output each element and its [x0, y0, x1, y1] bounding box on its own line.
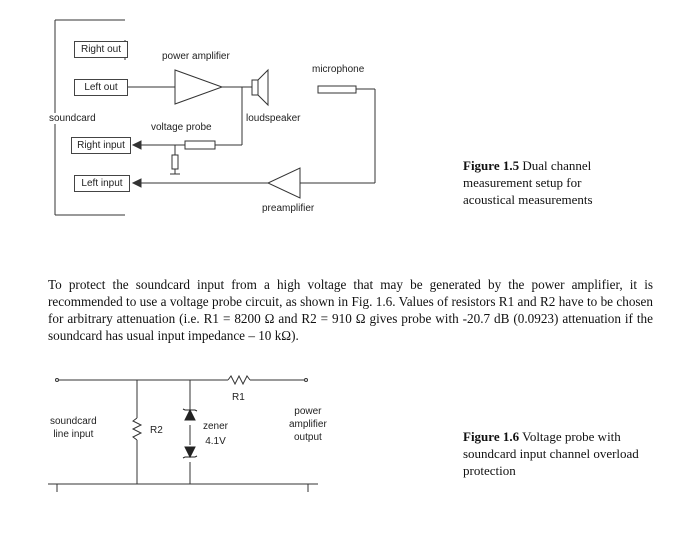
loudspeaker-label: loudspeaker: [246, 113, 301, 124]
preamplifier-label: preamplifier: [262, 203, 315, 214]
zener-line-2: 4.1V: [205, 436, 226, 447]
left-input-box: Left input: [74, 175, 130, 192]
voltage-probe-label: voltage probe: [151, 122, 212, 133]
power-line-2: amplifier: [289, 419, 327, 430]
r2-label: R2: [150, 425, 163, 436]
figure-1-6-number: Figure 1.6: [463, 429, 520, 444]
right-out-box: Right out: [74, 41, 128, 58]
zener-line-1: zener: [203, 421, 229, 432]
figure-1-6-text: Voltage probe with soundcard input chann…: [463, 429, 639, 478]
soundcard-line-1: soundcard: [50, 416, 97, 427]
left-out-box: Left out: [74, 79, 128, 96]
power-line-3: output: [293, 432, 322, 443]
figure-1-5-number: Figure 1.5: [463, 158, 520, 173]
body-paragraph: To protect the soundcard input from a hi…: [48, 277, 653, 343]
r1-label: R1: [232, 392, 245, 403]
soundcard-line-input-label: soundcard line input: [50, 415, 97, 441]
figure-1-6-caption: Figure 1.6 Voltage probe with soundcard …: [463, 428, 653, 479]
soundcard-label: soundcard: [49, 113, 96, 124]
power-amplifier-output-label: power amplifier output: [289, 405, 327, 444]
zener-label: zener 4.1V: [203, 419, 228, 449]
power-amplifier-label: power amplifier: [162, 51, 230, 62]
figure-1-5-caption: Figure 1.5 Dual channel measurement setu…: [463, 157, 633, 208]
right-input-box: Right input: [71, 137, 131, 154]
power-line-1: power: [294, 406, 322, 417]
microphone-label: microphone: [312, 64, 365, 75]
figure-1-5-text: Dual channel measurement setup for acous…: [463, 158, 593, 207]
soundcard-line-2: line input: [53, 429, 94, 440]
